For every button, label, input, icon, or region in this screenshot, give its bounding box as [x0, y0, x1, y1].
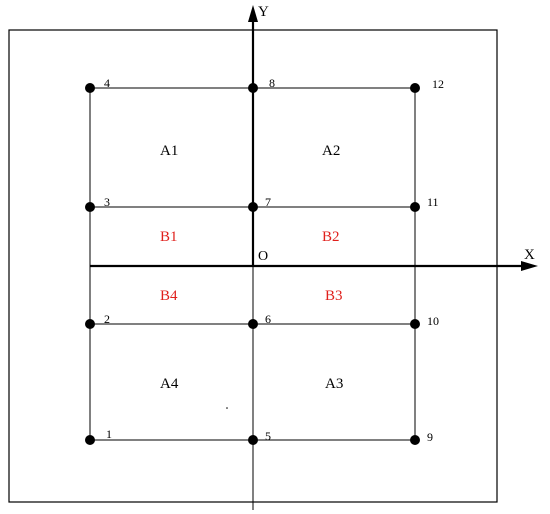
point-label-3: 3	[104, 195, 110, 209]
point-4	[85, 83, 95, 93]
grid-points	[85, 83, 420, 445]
point-labels: 1 2 3 4 5 6 7 8 9 10 11 12	[104, 76, 444, 444]
origin-label: O	[258, 249, 268, 264]
b-region-labels: B1 B2 B3 B4	[160, 229, 343, 304]
region-label-a2: A2	[322, 143, 340, 159]
point-label-2: 2	[104, 312, 110, 326]
region-label-a4: A4	[160, 376, 179, 392]
point-3	[85, 202, 95, 212]
region-label-b2: B2	[322, 229, 340, 245]
point-label-7: 7	[265, 195, 271, 209]
stray-dot	[226, 407, 228, 409]
point-label-10: 10	[427, 314, 439, 328]
point-label-1: 1	[106, 427, 112, 441]
y-axis-arrowhead	[248, 5, 258, 22]
point-label-4: 4	[104, 76, 110, 90]
point-10	[410, 319, 420, 329]
point-label-6: 6	[265, 312, 271, 326]
point-11	[410, 202, 420, 212]
point-6	[248, 319, 258, 329]
region-label-b1: B1	[160, 229, 178, 245]
y-axis-label: Y	[258, 4, 269, 20]
grid-lines	[89, 87, 416, 510]
point-label-5: 5	[265, 429, 271, 443]
point-7	[248, 202, 258, 212]
x-axis-label: X	[524, 247, 535, 263]
point-label-12: 12	[432, 77, 444, 91]
point-5	[248, 435, 258, 445]
region-label-b4: B4	[160, 288, 178, 304]
point-label-9: 9	[427, 430, 433, 444]
region-label-a3: A3	[325, 376, 343, 392]
point-9	[410, 435, 420, 445]
x-axis-arrowhead	[521, 261, 538, 271]
point-label-8: 8	[269, 76, 275, 90]
point-12	[410, 83, 420, 93]
point-1	[85, 435, 95, 445]
point-8	[248, 83, 258, 93]
axes	[90, 5, 538, 271]
point-2	[85, 319, 95, 329]
region-label-b3: B3	[325, 288, 343, 304]
a-region-labels: A1 A2 A3 A4	[160, 143, 343, 392]
region-label-a1: A1	[160, 143, 178, 159]
point-label-11: 11	[427, 195, 439, 209]
